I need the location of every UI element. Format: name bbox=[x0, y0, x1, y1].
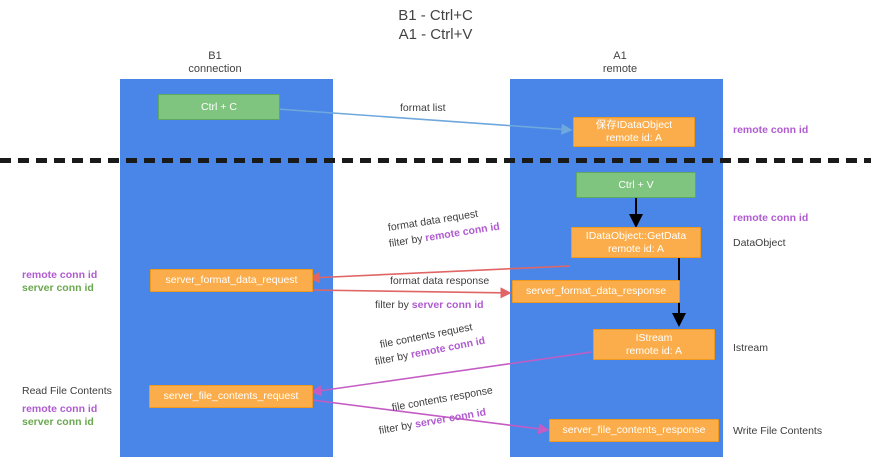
lane-header-b1: B1 connection bbox=[155, 50, 275, 76]
side-label-left-server-conn-id-mid: server conn id bbox=[22, 282, 94, 294]
lane-a1-name: A1 bbox=[613, 50, 627, 62]
lane-b1-name: B1 bbox=[208, 50, 222, 62]
side-label-dataobject: DataObject bbox=[733, 237, 786, 249]
side-label-left-server-conn-id-bottom: server conn id bbox=[22, 416, 94, 428]
title-line-1: B1 - Ctrl+C bbox=[398, 7, 473, 24]
node-getdata[interactable]: IDataObject::GetData remote id: A bbox=[571, 227, 701, 258]
title-line-2: A1 - Ctrl+V bbox=[398, 26, 473, 43]
node-save-idataobject[interactable]: 保存IDataObject remote id: A bbox=[573, 117, 695, 147]
node-ctrl-v[interactable]: Ctrl + V bbox=[576, 172, 696, 198]
side-label-remote-conn-id-mid: remote conn id bbox=[733, 212, 809, 224]
node-ctrl-c[interactable]: Ctrl + C bbox=[158, 94, 280, 120]
side-label-remote-conn-id-top: remote conn id bbox=[733, 124, 809, 136]
filter-prefix-fcreq: filter by bbox=[373, 349, 413, 368]
node-save-idataobject-line2: remote id: A bbox=[605, 132, 663, 144]
side-label-read-file-contents: Read File Contents bbox=[22, 385, 112, 397]
filter-key-fcresp: server conn id bbox=[414, 406, 487, 431]
filter-prefix-fdreq: filter by bbox=[388, 232, 427, 250]
node-server-format-data-request-label: server_format_data_request bbox=[165, 274, 298, 286]
lane-a1-role: remote bbox=[602, 63, 638, 75]
node-server-format-data-response-label: server_format_data_response bbox=[525, 285, 667, 297]
node-server-file-contents-response-label: server_file_contents_response bbox=[562, 424, 706, 436]
edge-label-format-list: format list bbox=[400, 102, 446, 114]
side-label-istream: Istream bbox=[733, 342, 769, 354]
edge-label-format-data-response: format data response bbox=[390, 275, 490, 287]
filter-prefix-fdresp: filter by bbox=[375, 299, 412, 311]
filter-key-fdresp: server conn id bbox=[411, 299, 484, 311]
side-label-write-file-contents: Write File Contents bbox=[733, 425, 823, 437]
side-label-left-remote-conn-id-mid: remote conn id bbox=[22, 269, 98, 281]
node-ctrl-c-label: Ctrl + C bbox=[201, 100, 237, 113]
lane-header-a1: A1 remote bbox=[560, 50, 680, 76]
node-istream[interactable]: IStream remote id: A bbox=[593, 329, 715, 360]
node-server-file-contents-request-label: server_file_contents_request bbox=[163, 390, 299, 402]
node-server-file-contents-response[interactable]: server_file_contents_response bbox=[549, 419, 719, 442]
node-server-file-contents-request[interactable]: server_file_contents_request bbox=[149, 385, 313, 408]
page-title: B1 - Ctrl+C A1 - Ctrl+V bbox=[0, 6, 871, 44]
node-getdata-line1: IDataObject::GetData bbox=[585, 229, 687, 242]
node-server-format-data-request[interactable]: server_format_data_request bbox=[150, 269, 313, 292]
node-save-idataobject-line1: 保存IDataObject bbox=[595, 119, 673, 131]
lane-b1-role: connection bbox=[188, 63, 242, 75]
phase-divider bbox=[0, 158, 871, 163]
node-server-format-data-response[interactable]: server_format_data_response bbox=[512, 280, 680, 303]
edge-label-format-data-response-filter: filter by server conn id bbox=[375, 298, 484, 312]
node-istream-line1: IStream bbox=[635, 331, 673, 344]
arrow-format-data-response bbox=[309, 287, 512, 299]
node-istream-line2: remote id: A bbox=[625, 344, 683, 357]
node-getdata-line2: remote id: A bbox=[607, 242, 665, 255]
filter-prefix-fcresp: filter by bbox=[377, 418, 417, 437]
side-label-left-remote-conn-id-bottom: remote conn id bbox=[22, 403, 98, 415]
node-ctrl-v-label: Ctrl + V bbox=[618, 178, 654, 191]
